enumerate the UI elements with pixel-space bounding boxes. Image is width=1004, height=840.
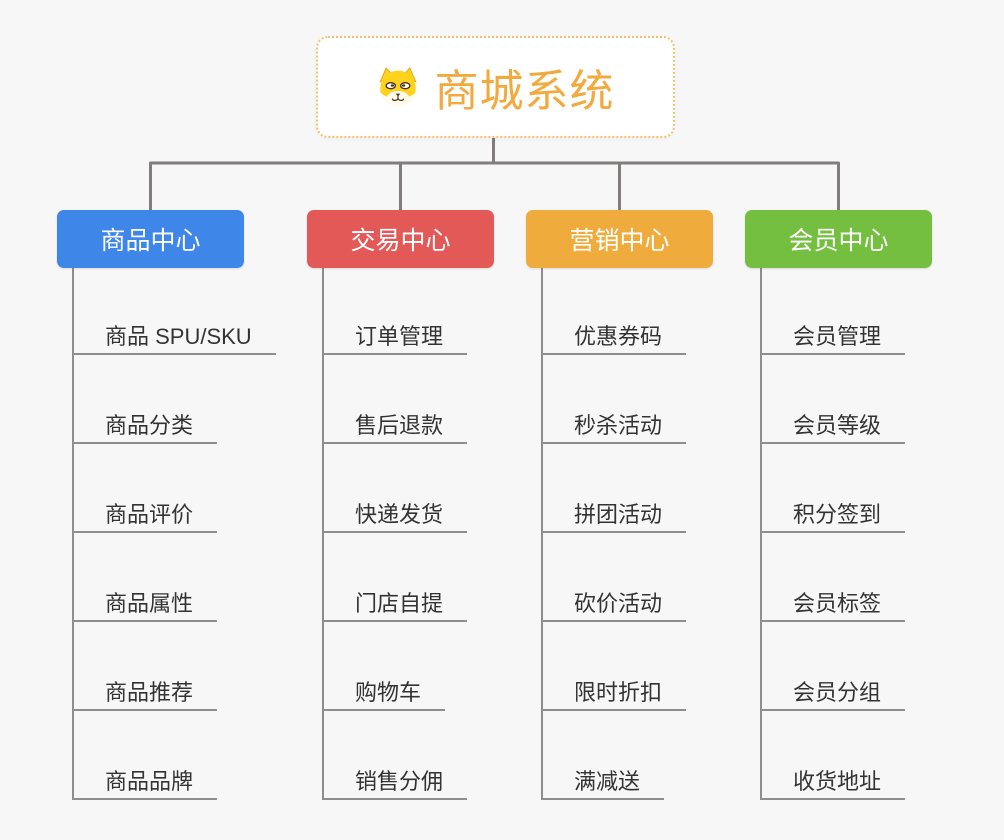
leaf-node[interactable]: 优惠券码 (541, 315, 687, 355)
leaf-node[interactable]: 商品分类 (72, 404, 218, 444)
branch-label: 会员中心 (788, 227, 889, 255)
branch-node-product-center[interactable]: 商品中心 (57, 210, 244, 268)
leaf-node[interactable]: 会员管理 (760, 315, 906, 355)
leaf-node[interactable]: 收货地址 (760, 760, 906, 800)
leaf-node[interactable]: 限时折扣 (541, 671, 687, 711)
root-node[interactable]: 商城系统 (316, 36, 675, 138)
leaf-node[interactable]: 售后退款 (322, 404, 468, 444)
dog-face-icon (378, 67, 417, 107)
leaf-node[interactable]: 砍价活动 (541, 582, 687, 622)
leaf-node[interactable]: 商品属性 (72, 582, 218, 622)
leaf-node[interactable]: 积分签到 (760, 493, 906, 533)
branch-node-member-center[interactable]: 会员中心 (745, 210, 932, 268)
leaf-node[interactable]: 满减送 (541, 760, 665, 800)
root-title: 商城系统 (434, 67, 615, 116)
leaf-node[interactable]: 快递发货 (322, 493, 468, 533)
branch-node-marketing-center[interactable]: 营销中心 (526, 210, 713, 268)
leaf-node[interactable]: 订单管理 (322, 315, 468, 355)
leaf-node[interactable]: 商品评价 (72, 493, 218, 533)
leaf-node[interactable]: 会员等级 (760, 404, 906, 444)
leaf-node[interactable]: 门店自提 (322, 582, 468, 622)
branch-node-trade-center[interactable]: 交易中心 (307, 210, 494, 268)
leaf-node[interactable]: 商品 SPU/SKU (72, 315, 276, 355)
leaf-node[interactable]: 销售分佣 (322, 760, 468, 800)
branch-label: 交易中心 (350, 227, 451, 255)
leaf-node[interactable]: 购物车 (322, 671, 446, 711)
leaf-node[interactable]: 秒杀活动 (541, 404, 687, 444)
leaf-node[interactable]: 会员标签 (760, 582, 906, 622)
leaf-node[interactable]: 拼团活动 (541, 493, 687, 533)
branch-label: 商品中心 (100, 227, 201, 255)
branch-label: 营销中心 (569, 227, 670, 255)
leaf-node[interactable]: 商品品牌 (72, 760, 218, 800)
leaf-node[interactable]: 商品推荐 (72, 671, 218, 711)
leaf-node[interactable]: 会员分组 (760, 671, 906, 711)
